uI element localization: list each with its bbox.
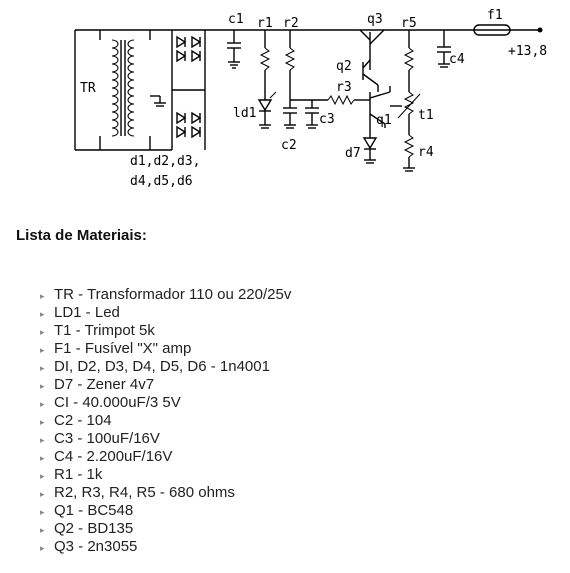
label-q2: q2 (336, 59, 352, 74)
materials-list-item: ▸ C2 - 104 (40, 412, 291, 430)
label-diodes-line1: d1,d2,d3, (130, 154, 200, 169)
materials-list-item: ▸ C3 - 100uF/16V (40, 430, 291, 448)
materials-list-item: ▸ Q2 - BD135 (40, 520, 291, 538)
label-diodes-line2: d4,d5,d6 (130, 174, 193, 189)
resistor-r4 (403, 134, 415, 172)
label-r5: r5 (401, 16, 417, 31)
label-r2: r2 (283, 16, 299, 31)
bullet-icon: ▸ (40, 543, 45, 553)
materials-item-text: D7 - Zener 4v7 (54, 376, 155, 393)
bullet-icon: ▸ (40, 453, 45, 463)
bullet-icon: ▸ (40, 525, 45, 535)
materials-title: Lista de Materiais: (16, 227, 147, 244)
materials-list-item: ▸ Q3 - 2n3055 (40, 538, 291, 556)
diode-icon (176, 125, 187, 139)
label-c2: c2 (281, 138, 297, 153)
label-q1: q1 (376, 113, 392, 128)
bullet-icon: ▸ (40, 363, 45, 373)
label-q3: q3 (367, 12, 383, 27)
bullet-icon: ▸ (40, 417, 45, 427)
materials-list-item: ▸ T1 - Trimpot 5k (40, 322, 291, 340)
materials-list-item: ▸ R2, R3, R4, R5 - 680 ohms (40, 484, 291, 502)
bullet-icon: ▸ (40, 435, 45, 445)
led-ld1 (257, 91, 277, 129)
trimpot-t1 (390, 91, 421, 135)
resistor-r2 (284, 30, 296, 100)
label-r4: r4 (418, 145, 434, 160)
resistor-r3 (327, 94, 370, 106)
bullet-icon: ▸ (40, 381, 45, 391)
materials-list-item: ▸ C4 - 2.200uF/16V (40, 448, 291, 466)
bullet-icon: ▸ (40, 399, 45, 409)
diode-icon (176, 35, 187, 49)
materials-list: ▸ TR - Transformador 110 ou 220/25v ▸ LD1 -… (40, 286, 291, 556)
bullet-icon: ▸ (40, 471, 45, 481)
label-d7: d7 (345, 146, 361, 161)
capacitor-c2 (283, 100, 297, 129)
materials-list-item: ▸ DI, D2, D3, D4, D5, D6 - 1n4001 (40, 358, 291, 376)
label-c1: c1 (228, 12, 244, 27)
materials-item-text: F1 - Fusível "X" amp (54, 340, 192, 357)
label-tr: TR (80, 81, 96, 96)
capacitor-c1 (227, 30, 241, 69)
materials-item-text: Q1 - BC548 (54, 502, 134, 519)
label-t1: t1 (418, 108, 434, 123)
label-r1: r1 (257, 16, 273, 31)
materials-item-text: C2 - 104 (54, 412, 112, 429)
transformer-tr (74, 29, 172, 151)
materials-list-item: ▸ TR - Transformador 110 ou 220/25v (40, 286, 291, 304)
output-terminal (537, 27, 543, 33)
primary-coil (111, 39, 119, 137)
materials-list-item: ▸ D7 - Zener 4v7 (40, 376, 291, 394)
bullet-icon: ▸ (40, 291, 45, 301)
materials-item-text: C3 - 100uF/16V (54, 430, 160, 447)
materials-list-item: ▸ CI - 40.000uF/3 5V (40, 394, 291, 412)
capacitor-c3 (305, 100, 319, 129)
bullet-icon: ▸ (40, 345, 45, 355)
materials-item-text: Q3 - 2n3055 (54, 538, 138, 555)
materials-item-text: TR - Transformador 110 ou 220/25v (54, 286, 292, 303)
bullet-icon: ▸ (40, 507, 45, 517)
transistor-q1 (369, 86, 391, 128)
resistor-r1 (259, 30, 271, 100)
materials-item-text: LD1 - Led (54, 304, 120, 321)
diode-icon (191, 35, 202, 49)
materials-item-text: R1 - 1k (54, 466, 103, 483)
label-output: +13,8 (508, 44, 547, 59)
materials-list-item: ▸ Q1 - BC548 (40, 502, 291, 520)
label-f1: f1 (487, 8, 503, 23)
materials-item-text: Q2 - BD135 (54, 520, 134, 537)
fuse-f1 (473, 24, 543, 36)
label-r3: r3 (336, 80, 352, 95)
label-ld1: ld1 (233, 106, 256, 121)
power-supply-schematic: TR c1 r1 r2 q3 r5 f1 +13,8 c4 q2 r3 ld1 … (74, 8, 547, 189)
secondary-coil (127, 39, 135, 137)
diode-icon (191, 49, 202, 63)
bullet-icon: ▸ (40, 489, 45, 499)
diodes-d1-d6 (176, 35, 202, 139)
materials-item-text: T1 - Trimpot 5k (54, 322, 155, 339)
materials-item-text: CI - 40.000uF/3 5V (54, 394, 181, 411)
resistor-r5 (403, 30, 415, 92)
materials-list-item: ▸ LD1 - Led (40, 304, 291, 322)
diode-icon (191, 125, 202, 139)
label-c4: c4 (449, 52, 465, 67)
bullet-icon: ▸ (40, 309, 45, 319)
materials-list-item: ▸ F1 - Fusível "X" amp (40, 340, 291, 358)
capacitor-c4 (437, 30, 451, 68)
diode-icon (176, 111, 187, 125)
materials-item-text: DI, D2, D3, D4, D5, D6 - 1n4001 (54, 358, 270, 375)
transistor-q3 (359, 29, 385, 70)
transistor-q2 (362, 59, 379, 92)
materials-list-item: ▸ R1 - 1k (40, 466, 291, 484)
bullet-icon: ▸ (40, 327, 45, 337)
materials-item-text: C4 - 2.200uF/16V (54, 448, 173, 465)
diode-icon (191, 111, 202, 125)
diode-icon (176, 49, 187, 63)
materials-item-text: R2, R3, R4, R5 - 680 ohms (54, 484, 235, 501)
label-c3: c3 (319, 112, 335, 127)
zener-d7 (362, 122, 378, 164)
